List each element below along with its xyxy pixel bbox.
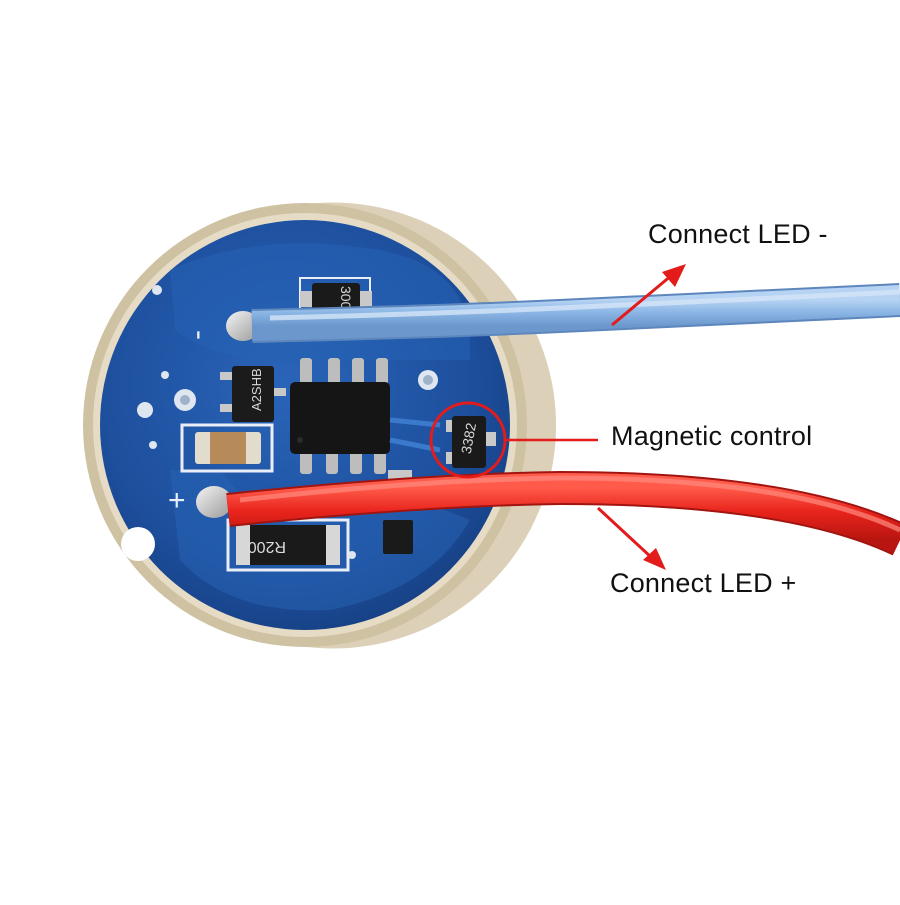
chip-top-marking: 300 bbox=[338, 286, 354, 310]
hall-sensor-marking: 3382 bbox=[458, 421, 479, 455]
negative-solder-joint bbox=[226, 311, 260, 341]
resistor-marking: R200 bbox=[248, 538, 286, 555]
driver-ic bbox=[290, 358, 390, 474]
positive-wire bbox=[226, 470, 900, 556]
connect-led-positive-label: Connect LED + bbox=[610, 568, 797, 598]
negative-pad-mark: - bbox=[180, 330, 213, 340]
negative-wire bbox=[251, 283, 900, 343]
positive-arrow bbox=[596, 506, 666, 570]
magnetic-control-label: Magnetic control bbox=[611, 421, 813, 451]
driver-board: - + 300 A2SHB bbox=[83, 202, 557, 649]
chip-left-marking: A2SHB bbox=[249, 368, 264, 411]
positive-solder-joint bbox=[196, 486, 232, 518]
positive-pad-mark: + bbox=[168, 484, 186, 517]
hall-sensor-chip: 3382 bbox=[446, 416, 496, 468]
connect-led-negative-label: Connect LED - bbox=[648, 219, 828, 249]
negative-arrow bbox=[611, 264, 686, 327]
